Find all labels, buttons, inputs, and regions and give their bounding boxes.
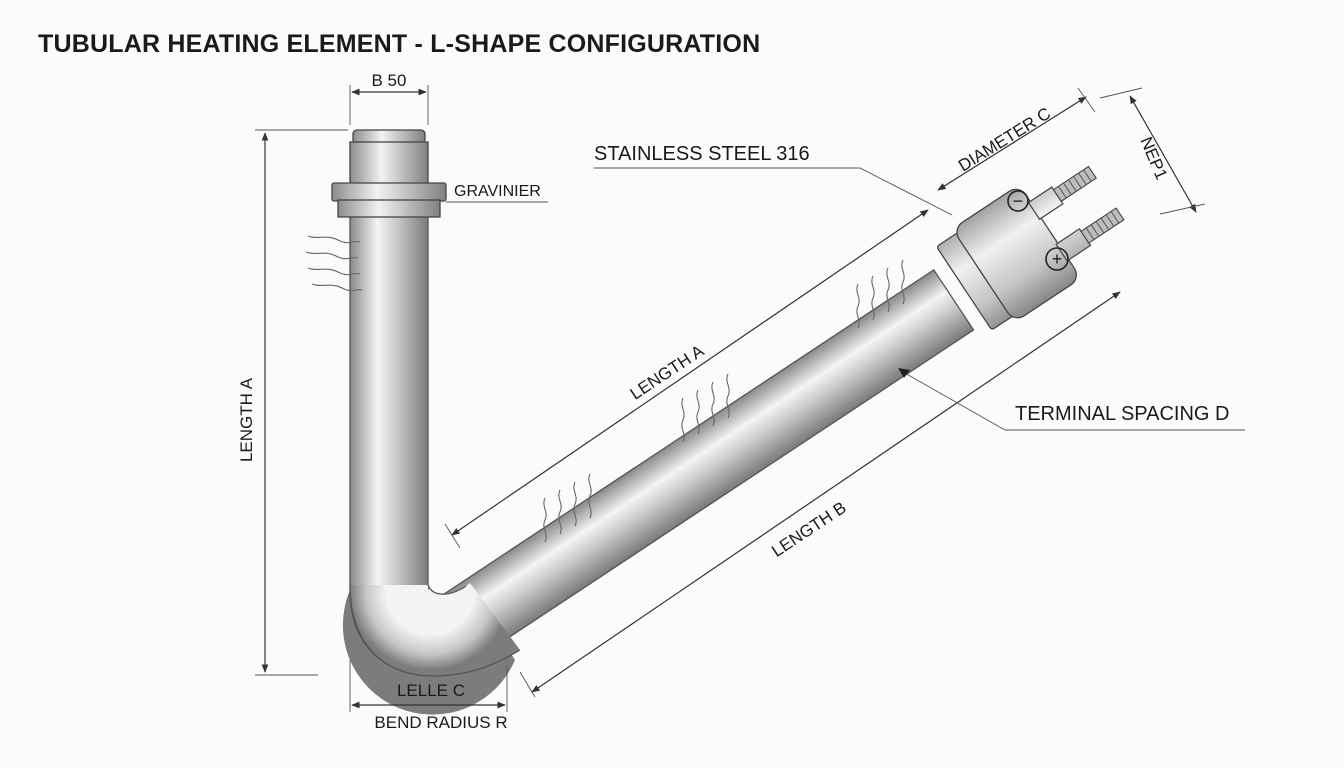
label-stainless-steel: STAINLESS STEEL 316	[594, 143, 810, 165]
heating-tube	[342, 214, 975, 715]
terminal-stud-plus	[1055, 207, 1125, 262]
terminal-head	[937, 165, 1125, 330]
plus-symbol: +	[1052, 249, 1063, 269]
dim-label-b50: B 50	[372, 71, 407, 90]
dim-label-diameter-c: DIAMETER C	[955, 104, 1054, 176]
dim-label-bend-radius: BEND RADIUS R	[374, 713, 507, 732]
minus-terminal-icon: −	[1007, 190, 1029, 212]
plus-terminal-icon: +	[1045, 247, 1069, 271]
dim-label-length-a-diagonal: LENGTH A	[627, 341, 708, 404]
heat-wave-icon	[305, 235, 363, 292]
diagram-title: TUBULAR HEATING ELEMENT - L-SHAPE CONFIG…	[38, 30, 761, 58]
dim-label-length-b: LENGTH B	[768, 498, 849, 561]
label-terminal-spacing: TERMINAL SPACING D	[1015, 403, 1229, 425]
label-gravinier: GRAVINIER	[454, 183, 541, 200]
top-cap	[331, 129, 447, 218]
dim-label-lelle-c: LELLE C	[397, 681, 465, 700]
tube-vertical-leg	[349, 214, 429, 591]
minus-symbol: −	[1013, 191, 1024, 211]
gravinier-flange	[331, 182, 447, 202]
tube-diagonal-leg	[440, 268, 975, 657]
dim-label-length-a-vertical: LENGTH A	[237, 377, 256, 462]
terminal-stud-minus	[1027, 165, 1098, 221]
dimension-lines	[255, 85, 1245, 712]
